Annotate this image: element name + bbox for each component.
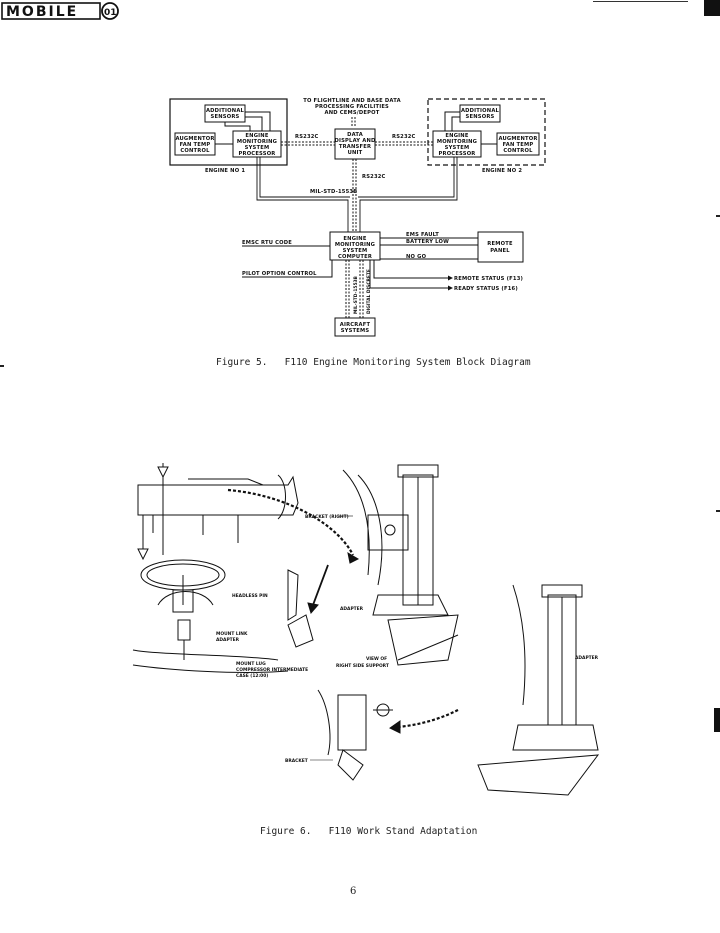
battery-low: BATTERY LOW [406, 239, 449, 245]
svg-text:COMPUTER: COMPUTER [338, 254, 372, 260]
svg-text:MONITORING: MONITORING [237, 139, 277, 145]
top-label-3: AND CEMS/DEPOT [324, 110, 379, 116]
svg-text:01: 01 [104, 8, 117, 18]
svg-text:ADDITIONAL: ADDITIONAL [461, 108, 500, 114]
svg-text:MONITORING: MONITORING [437, 139, 477, 145]
svg-text:SYSTEM: SYSTEM [245, 145, 270, 151]
svg-text:SYSTEM: SYSTEM [343, 248, 368, 254]
page-number: 6 [350, 886, 357, 897]
bracket-label: BRACKET [285, 758, 308, 764]
pilot-option-control: PILOT OPTION CONTROL [242, 271, 317, 277]
edge-tick [0, 365, 4, 367]
edge-tick [716, 510, 720, 512]
svg-text:ADDITIONAL: ADDITIONAL [206, 108, 245, 114]
top-rule [593, 1, 688, 2]
svg-text:REMOTE: REMOTE [487, 241, 513, 247]
remote-status: REMOTE STATUS (F13) [454, 276, 523, 282]
rs232-left: RS232C [295, 134, 319, 140]
svg-text:PROCESSOR: PROCESSOR [439, 151, 476, 157]
svg-text:AUGMENTOR: AUGMENTOR [175, 136, 214, 142]
svg-text:DISPLAY AND: DISPLAY AND [334, 138, 376, 144]
mount-link-adapter-1: MOUNT LINK [216, 631, 248, 637]
bus-label: MIL-STD-1553B [310, 189, 357, 195]
mobile01-logo: MOBILE 01 [1, 2, 119, 20]
svg-text:PANEL: PANEL [490, 248, 510, 254]
svg-text:ENGINE: ENGINE [245, 133, 268, 139]
svg-text:SENSORS: SENSORS [211, 114, 240, 120]
svg-text:SENSORS: SENSORS [466, 114, 495, 120]
mount-link-adapter-2: ADAPTER [216, 637, 240, 643]
svg-text:CONTROL: CONTROL [503, 148, 533, 154]
engine2-group [427, 98, 546, 166]
bus-vertical-1: MIL-STD-1553B [353, 275, 359, 314]
adapter-label-1: ADAPTER [340, 606, 364, 612]
figure5-block-diagram: TO FLIGHTLINE AND BASE DATA PROCESSING F… [169, 98, 546, 337]
edge-bar [714, 708, 720, 732]
svg-text:FAN TEMP: FAN TEMP [503, 142, 534, 148]
figure6-caption: Figure 6. F110 Work Stand Adaptation [260, 826, 478, 837]
svg-text:UNIT: UNIT [348, 150, 363, 156]
svg-text:SYSTEM: SYSTEM [445, 145, 470, 151]
remote-panel-box [477, 231, 524, 263]
svg-text:ENGINE: ENGINE [343, 236, 366, 242]
adapter-label-2: ADAPTER [575, 655, 599, 661]
svg-text:FAN TEMP: FAN TEMP [180, 142, 211, 148]
rs232-down: RS232C [362, 174, 386, 180]
aircraft-systems-box [334, 317, 376, 337]
engine1-name: ENGINE NO 1 [205, 168, 245, 174]
mount-lug-3: CASE (12:00) [236, 673, 268, 679]
ready-status: READY STATUS (F16) [454, 286, 518, 292]
bracket-right-label: BRACKET (RIGHT) [305, 514, 349, 520]
engine1-group [169, 98, 288, 166]
engine2-name: ENGINE NO 2 [482, 168, 522, 174]
mount-lug-2: COMPRESSOR INTERMEDIATE [236, 667, 308, 673]
engine2-ems-processor [432, 130, 482, 158]
top-label-2: PROCESSING FACILITIES [315, 104, 389, 110]
figure6-illustration: BRACKET (RIGHT) HEADLESS PIN ADAPTER MOU… [132, 463, 600, 796]
svg-text:AIRCRAFT: AIRCRAFT [340, 322, 371, 328]
headless-pin-label: HEADLESS PIN [232, 593, 268, 599]
emsc-rtu-code: EMSC RTU CODE [242, 240, 292, 246]
svg-text:CONTROL: CONTROL [180, 148, 210, 154]
edge-tick [716, 215, 720, 217]
engine-drawing [132, 463, 600, 796]
rs232-right: RS232C [392, 134, 416, 140]
view-of-2: RIGHT SIDE SUPPORT [336, 663, 389, 669]
ems-fault: EMS FAULT [406, 232, 439, 238]
svg-text:TRANSFER: TRANSFER [339, 144, 371, 150]
svg-text:SYSTEMS: SYSTEMS [341, 328, 370, 334]
svg-text:AUGMENTOR: AUGMENTOR [498, 136, 537, 142]
top-label-1: TO FLIGHTLINE AND BASE DATA [303, 98, 401, 104]
engine2-additional-sensors [459, 104, 501, 123]
svg-text:DATA: DATA [347, 132, 363, 138]
figure5-caption: Figure 5. F110 Engine Monitoring System … [216, 357, 531, 368]
svg-text:MONITORING: MONITORING [335, 242, 375, 248]
svg-text:MOBILE: MOBILE [6, 4, 78, 20]
mount-lug-1: MOUNT LUG [236, 661, 266, 667]
svg-text:ENGINE: ENGINE [445, 133, 468, 139]
dtu-box [334, 128, 376, 160]
no-go: NO GO [406, 254, 427, 260]
svg-text:PROCESSOR: PROCESSOR [239, 151, 276, 157]
bus-vertical-2: DIGITAL DISCRETE [366, 269, 372, 314]
corner-mark [704, 0, 720, 16]
view-of-1: VIEW OF [366, 656, 387, 662]
